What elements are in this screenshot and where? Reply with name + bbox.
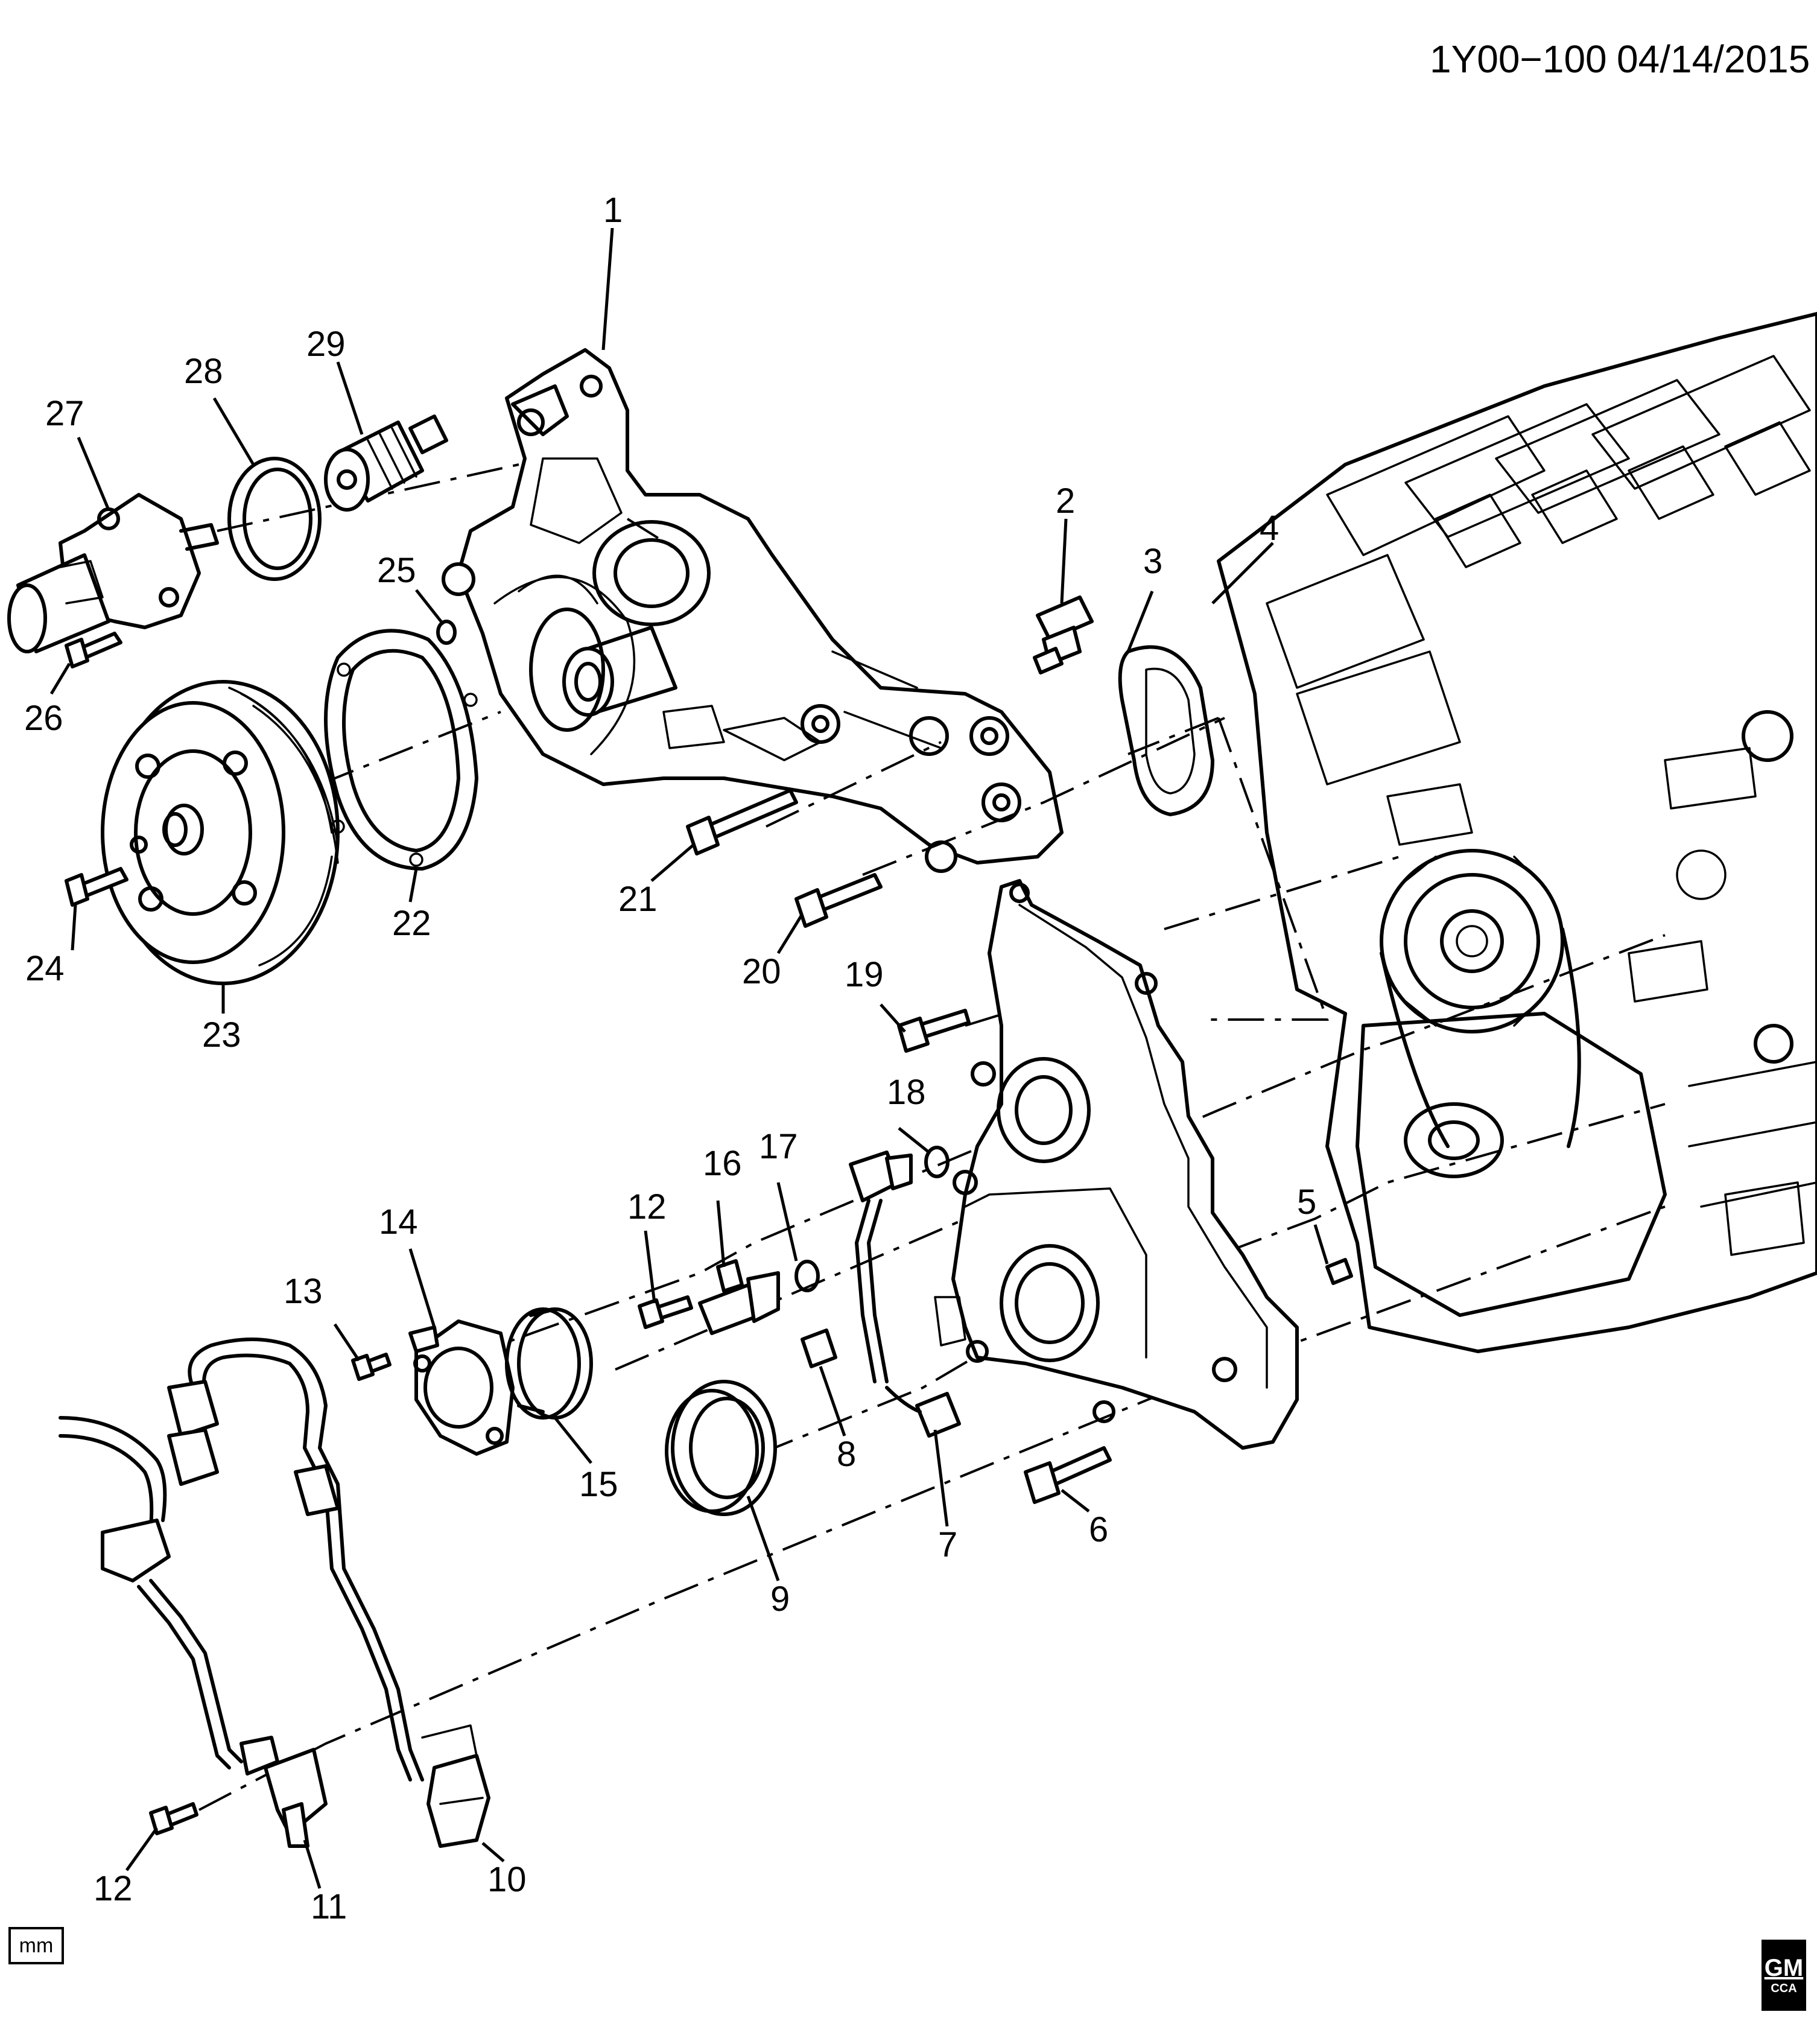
bolt-21 bbox=[704, 789, 798, 840]
callout-20: 20 bbox=[742, 952, 781, 991]
harness-bracket bbox=[59, 1416, 328, 1848]
callout-21: 21 bbox=[618, 880, 658, 919]
thermostat-housing bbox=[7, 493, 219, 653]
callout-25: 25 bbox=[377, 551, 416, 590]
gasket-3 bbox=[1118, 645, 1214, 816]
callout-22: 22 bbox=[392, 904, 431, 943]
diagram-id: 1Y00−100 bbox=[1430, 37, 1607, 81]
thermostat bbox=[324, 414, 448, 512]
water-pump-gasket bbox=[324, 629, 478, 871]
crankshaft-sensor bbox=[698, 1259, 780, 1335]
callout-19: 19 bbox=[845, 955, 884, 994]
callout-26: 26 bbox=[24, 699, 63, 738]
callout-14: 14 bbox=[379, 1202, 418, 1242]
callout-23: 23 bbox=[202, 1015, 241, 1055]
callout-numbers: 1 2 3 4 5 6 7 8 9 10 11 12 12 13 14 15 1… bbox=[24, 191, 1316, 1926]
unit-label: mm bbox=[8, 1927, 64, 1964]
callout-9: 9 bbox=[770, 1579, 790, 1619]
sensor-plate bbox=[408, 1319, 515, 1456]
sensor-2 bbox=[1033, 595, 1094, 674]
front-cover bbox=[934, 879, 1299, 1450]
callout-18: 18 bbox=[887, 1073, 926, 1112]
callout-13: 13 bbox=[284, 1272, 323, 1311]
gm-logo-subtext: CCA bbox=[1771, 1982, 1797, 1995]
callout-24: 24 bbox=[25, 949, 65, 988]
callout-6: 6 bbox=[1089, 1510, 1108, 1549]
callout-3: 3 bbox=[1143, 542, 1162, 581]
callout-15: 15 bbox=[579, 1465, 618, 1504]
callout-16: 16 bbox=[703, 1144, 742, 1183]
thermostat-seal bbox=[227, 457, 322, 581]
engine-block bbox=[1217, 312, 1817, 1353]
wiring-harness bbox=[167, 1338, 490, 1848]
callout-29: 29 bbox=[306, 325, 346, 364]
callout-28: 28 bbox=[184, 352, 223, 391]
leader-lines bbox=[49, 227, 1329, 1889]
o-ring-17 bbox=[794, 1260, 820, 1292]
diagram-date: 04/14/2015 bbox=[1617, 37, 1810, 81]
crankshaft-seal bbox=[665, 1380, 777, 1516]
camshaft-sensor bbox=[849, 1151, 913, 1383]
dowel-5 bbox=[1325, 1258, 1353, 1285]
connector-7 bbox=[885, 1386, 961, 1438]
dowel-25 bbox=[436, 620, 457, 645]
callout-17: 17 bbox=[759, 1127, 798, 1166]
callout-5: 5 bbox=[1297, 1182, 1316, 1222]
callout-10: 10 bbox=[487, 1860, 527, 1899]
seal-15 bbox=[505, 1307, 593, 1420]
callout-2: 2 bbox=[1056, 481, 1075, 521]
callout-12-upper: 12 bbox=[627, 1187, 667, 1227]
callout-4: 4 bbox=[1260, 509, 1279, 548]
water-pump-pulley bbox=[101, 680, 340, 985]
gm-logo: GM CCA bbox=[1762, 1940, 1806, 2011]
gm-logo-text: GM bbox=[1764, 1955, 1804, 1981]
water-pump bbox=[442, 348, 1064, 873]
sensor-8 bbox=[801, 1328, 837, 1368]
callout-27: 27 bbox=[45, 394, 84, 433]
callout-11: 11 bbox=[311, 1887, 347, 1926]
callout-1: 1 bbox=[603, 191, 623, 230]
bolt-6 bbox=[1048, 1446, 1112, 1486]
callout-12-lower: 12 bbox=[94, 1869, 133, 1908]
callout-7: 7 bbox=[938, 1525, 957, 1564]
callout-8: 8 bbox=[837, 1435, 856, 1474]
o-ring-18 bbox=[924, 1146, 950, 1178]
